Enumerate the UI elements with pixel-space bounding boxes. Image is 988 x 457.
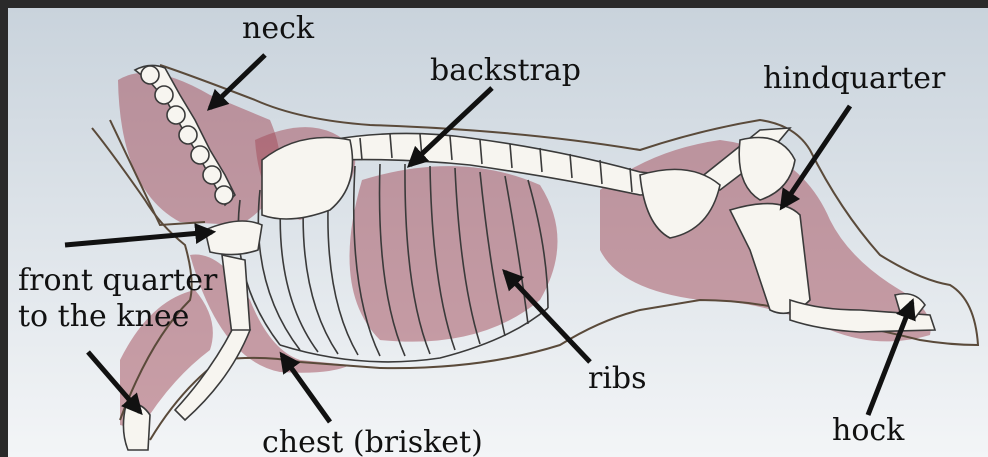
label-hindquarter: hindquarter — [763, 61, 946, 96]
label-hock: hock — [832, 413, 905, 448]
label-chest: chest (brisket) — [262, 425, 483, 457]
label-neck: neck — [242, 11, 315, 46]
label-front-quarter-line1: front quarter — [18, 263, 218, 298]
label-backstrap: backstrap — [430, 53, 581, 88]
label-front-quarter-line2: to the knee — [18, 299, 189, 334]
humerus-head — [205, 221, 262, 255]
label-ribs: ribs — [588, 361, 647, 396]
